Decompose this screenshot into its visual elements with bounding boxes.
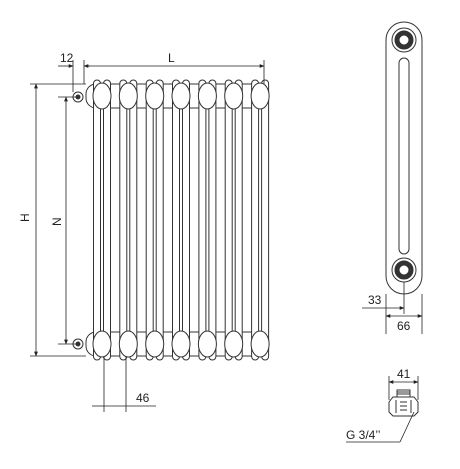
section-tube (251, 79, 260, 361)
thread-width-dimension (388, 376, 419, 400)
section-header (145, 82, 165, 110)
section-header (197, 82, 217, 110)
radiator-section (118, 79, 138, 361)
radiator-section (250, 79, 270, 361)
offset-label: 12 (60, 51, 74, 65)
side-depth-label: 66 (397, 319, 411, 333)
radiator-section (92, 79, 112, 361)
thread-label: G 3/4’’ (346, 428, 380, 442)
section-tube (129, 79, 138, 361)
radiator-section (171, 79, 191, 361)
section-header (171, 82, 191, 110)
section-header (224, 82, 244, 110)
section-header (224, 330, 244, 358)
side-offset-label: 33 (368, 293, 382, 307)
thread-detail (388, 389, 419, 417)
section-header (92, 82, 112, 110)
length-label: L (168, 51, 175, 65)
section-header (145, 330, 165, 358)
column-spacing-label: 46 (136, 391, 150, 405)
thread-width-label: 41 (397, 367, 411, 381)
radiator-sections (92, 79, 270, 361)
side-offset-dimension (362, 282, 405, 314)
section-tube (119, 79, 128, 361)
section-header (197, 330, 217, 358)
section-tube (182, 79, 190, 361)
section-header (171, 330, 191, 358)
section-tube (145, 79, 154, 361)
section-tube (261, 79, 270, 361)
section-tube (234, 79, 243, 361)
section-tube (208, 79, 217, 361)
section-header (92, 330, 112, 358)
section-header (250, 330, 270, 358)
radiator-section (224, 79, 244, 361)
side-view (385, 21, 423, 295)
section-header (118, 82, 138, 110)
section-tube (93, 79, 101, 361)
radiator-section (197, 79, 217, 361)
section-tube (103, 79, 111, 361)
axis-distance-label: N (50, 217, 64, 226)
side-depth-dimension (385, 294, 423, 334)
length-dimension (83, 60, 265, 84)
section-tube (198, 79, 207, 361)
section-tube (224, 79, 233, 361)
thread-leader (346, 411, 415, 443)
axis-distance-dimension (58, 96, 76, 345)
height-dimension (30, 83, 86, 357)
radiator-section (145, 79, 165, 361)
section-tube (172, 79, 180, 361)
column-spacing-dimension (92, 356, 156, 412)
front-view (72, 79, 270, 361)
section-header (118, 330, 138, 358)
section-header (250, 82, 270, 110)
section-tube (155, 79, 164, 361)
side-slot (398, 57, 410, 255)
side-body (385, 21, 423, 295)
height-label: H (18, 213, 32, 222)
